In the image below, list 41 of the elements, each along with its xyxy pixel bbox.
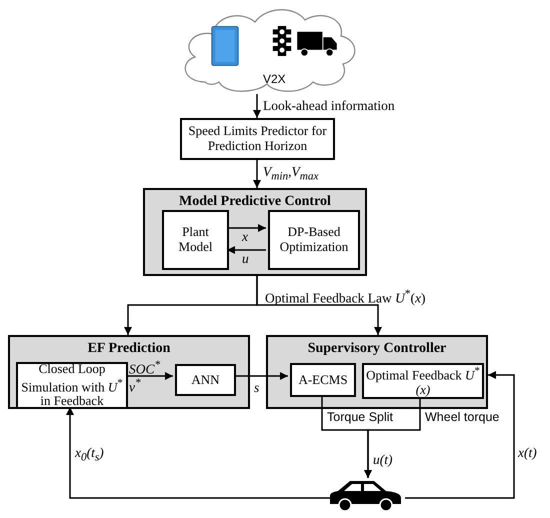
edge-label: x <box>242 229 248 245</box>
group-panel <box>266 335 488 409</box>
edge-label: x(t) <box>518 445 537 461</box>
arrow <box>66 407 330 499</box>
edge-label: SOC$^{*}$ v$^{*}$ <box>129 359 162 396</box>
arrow <box>227 246 266 254</box>
arrow <box>234 372 288 380</box>
box-text: Plant Model <box>178 225 214 255</box>
group-panel <box>8 335 250 409</box>
process-box <box>268 210 360 270</box>
box-text: ANN <box>191 372 220 388</box>
v2x-label: V2X <box>263 72 286 86</box>
box-text: Closed Loop Simulation with U$^{*}$ in Feedback <box>20 362 124 409</box>
box-text: DP-Based Optimization <box>278 225 350 255</box>
arrow <box>126 372 173 380</box>
process-box <box>180 118 335 160</box>
panel-title: EF Prediction <box>88 341 170 357</box>
box-text: A-ECMS <box>298 372 348 388</box>
panel-title: Model Predictive Control <box>179 194 331 210</box>
process-box <box>162 210 229 270</box>
edge-label: x$_{0}$(t$_{s}$) <box>75 445 104 465</box>
arrow <box>256 276 382 335</box>
signal-label: u(t) <box>373 452 392 468</box>
edge-label: u <box>242 251 249 267</box>
edge-label: V$_{min}$,V$_{max}$ <box>263 164 318 184</box>
edge-label: Look-ahead information <box>263 98 395 114</box>
arrow <box>405 371 515 499</box>
edge-label: Wheel torque <box>425 410 500 424</box>
edge-label: s <box>254 380 260 396</box>
process-box <box>290 363 356 397</box>
box-text: Speed Limits Predictor for Prediction Horizon <box>187 124 328 154</box>
process-box <box>175 364 236 396</box>
arrow <box>253 94 261 118</box>
arrow <box>364 397 421 478</box>
arrow <box>227 224 266 232</box>
group-panel <box>143 188 367 276</box>
edge-label: Torque Split <box>327 410 394 424</box>
panel-title: Supervisory Controller <box>308 341 446 357</box>
arrow <box>253 160 261 188</box>
edge-label: Optimal Feedback Law U$^{*}$(x) <box>265 288 426 306</box>
box-text: Optimal Feedback U$^{*}$(x) <box>365 364 481 398</box>
